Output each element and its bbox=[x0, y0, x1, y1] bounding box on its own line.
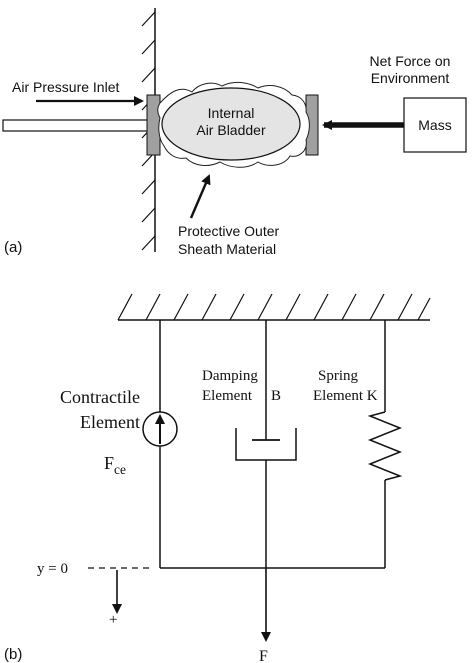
mass-label: Mass bbox=[418, 117, 451, 133]
panel-a: (a) Air Pressure Inlet Internal Air Blad… bbox=[2, 8, 467, 257]
sheath-arrow bbox=[189, 174, 211, 219]
panel-b: (b) Contractile Element Fce Damping Elem… bbox=[4, 293, 431, 663]
air-inlet-tube bbox=[2, 119, 149, 132]
fce-main: F bbox=[104, 453, 114, 473]
fce-label: Fce bbox=[104, 453, 126, 477]
left-end-plate bbox=[146, 94, 161, 156]
spring-coil bbox=[367, 411, 403, 481]
ceiling-hatching bbox=[117, 293, 431, 321]
positive-direction-label: + bbox=[109, 612, 117, 628]
damping-symbol: B bbox=[271, 388, 281, 404]
sheath-label-line1: Protective Outer bbox=[178, 223, 279, 239]
bladder-label-line1: Internal bbox=[208, 105, 255, 121]
spring-label-line2: Element K bbox=[313, 388, 378, 404]
air-inlet-label: Air Pressure Inlet bbox=[12, 79, 119, 95]
fce-subscript: ce bbox=[114, 462, 126, 477]
internal-air-bladder bbox=[161, 87, 301, 161]
net-force-label-line2: Environment bbox=[371, 70, 450, 86]
panel-a-label: (a) bbox=[4, 239, 22, 256]
net-force-label-line1: Net Force on bbox=[370, 53, 451, 69]
spring-label-line1: Spring bbox=[318, 368, 359, 384]
output-force-label: F bbox=[259, 648, 268, 663]
sheath-label-line2: Sheath Material bbox=[178, 241, 276, 257]
contractile-label-line1: Contractile bbox=[60, 387, 140, 407]
damping-label-line1: Damping bbox=[202, 368, 258, 384]
damping-label-line2: Element bbox=[202, 388, 253, 404]
panel-b-label: (b) bbox=[4, 646, 22, 663]
contractile-label-line2: Element bbox=[80, 412, 140, 432]
bladder-label-line2: Air Bladder bbox=[196, 122, 266, 138]
mass-box bbox=[403, 97, 467, 153]
y-zero-label: y = 0 bbox=[37, 561, 68, 577]
